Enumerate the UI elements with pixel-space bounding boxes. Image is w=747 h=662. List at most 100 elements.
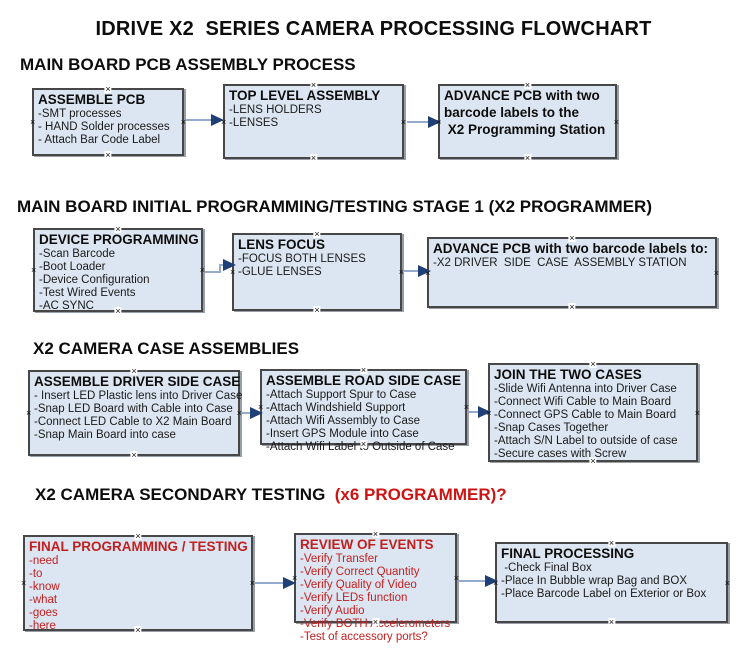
box-item: -Secure cases with Screw <box>494 448 627 460</box>
box-item: -Boot Loader <box>39 261 106 273</box>
flow-box-advance-pcb-assembly-station[interactable]: ADVANCE PCB with two barcode labels to: … <box>425 234 719 311</box>
box-item: -FOCUS BOTH LENSES <box>238 253 366 265</box>
heading-red-part: (x6 PROGRAMMER)? <box>334 485 507 504</box>
box-item: -Verify Correct Quantity <box>300 566 420 578</box>
box-title: JOIN THE TWO CASES <box>494 367 642 382</box>
box-item: -Attach Wifi Label to Outside of Case <box>266 441 455 453</box>
connection-point-icon <box>523 154 532 162</box>
connection-point-icon <box>399 268 404 276</box>
connection-point-icon <box>309 81 318 89</box>
box-item: -Attach Wifi Assembly to Case <box>266 415 421 427</box>
box-title: ADVANCE PCB with two barcode labels to: <box>433 241 709 256</box>
box-title: DEVICE PROGRAMMING <box>39 232 199 247</box>
box-item: -AC SYNC <box>39 300 94 312</box>
connection-point-icon <box>725 579 730 587</box>
connection-point-icon <box>200 266 205 274</box>
box-title: LENS FOCUS <box>238 237 326 252</box>
box-item: -Snap Main Board into case <box>34 429 176 441</box>
flow-box-advance-pcb-programming-station[interactable]: ADVANCE PCB with two barcode labels to t… <box>436 81 619 162</box>
box-item: -Verify Quality of Video <box>300 579 417 591</box>
box-item: -Connect GPS Cable to Main Board <box>494 409 677 421</box>
box-title: FINAL PROCESSING <box>501 546 635 561</box>
connection-point-icon <box>30 118 35 126</box>
box-item: -Connect LED Cable to X2 Main Board <box>34 416 232 428</box>
connection-point-icon <box>607 618 616 626</box>
connection-point-icon <box>589 360 597 368</box>
connection-point-icon <box>104 85 112 93</box>
box-item: -LENS HOLDERS <box>229 104 322 116</box>
connection-point-icon <box>237 409 242 417</box>
connection-point-icon <box>714 269 719 277</box>
flow-box-top-level-assembly[interactable]: TOP LEVEL ASSEMBLY -LENS HOLDERS -LENSES <box>221 81 404 162</box>
flow-box-join-the-two-cases[interactable]: JOIN THE TWO CASES -Slide Wifi Antenna i… <box>486 360 700 465</box>
box-item: -Attach Support Spur to Case <box>266 389 417 401</box>
section-heading-initial-programming: MAIN BOARD INITIAL PROGRAMMING/TESTING S… <box>17 197 652 216</box>
box-item: -Check Final Box <box>501 562 592 574</box>
connection-point-icon <box>114 225 122 233</box>
flow-box-lens-focus[interactable]: LENS FOCUS -FOCUS BOTH LENSES -GLUE LENS… <box>230 230 404 314</box>
box-item: -Snap LED Board with Cable into Case <box>34 403 233 415</box>
flow-box-assemble-driver-side-case[interactable]: ASSEMBLE DRIVER SIDE CASE - Insert LED P… <box>28 367 242 459</box>
box-item: -Scan Barcode <box>39 248 116 260</box>
page-title: IDRIVE X2 SERIES CAMERA PROCESSING FLOWC… <box>95 18 652 40</box>
box-item: -goes <box>29 607 58 619</box>
connection-point-icon <box>464 403 469 411</box>
connection-point-icon <box>104 151 112 159</box>
box-item: -Attach Windshield Support <box>266 402 406 414</box>
connection-point-icon <box>493 579 498 587</box>
box-item: - HAND Solder processes <box>38 121 170 133</box>
box-item: -Attach S/N Label to outside of case <box>494 435 678 447</box>
box-title: ADVANCE PCB with two <box>444 88 600 103</box>
heading-black-part: X2 CAMERA SECONDARY TESTING <box>35 485 335 504</box>
box-item: -here <box>29 620 56 632</box>
connection-point-icon <box>313 306 321 314</box>
connection-point-icon <box>568 234 576 242</box>
connection-point-icon <box>309 154 318 162</box>
box-item: -need <box>29 555 59 567</box>
flow-box-assemble-pcb[interactable]: ASSEMBLE PCB -SMT processes - HAND Solde… <box>30 85 184 159</box>
connection-point-icon <box>607 539 616 547</box>
box-item: -X2 DRIVER SIDE CASE ASSEMBLY STATION <box>433 257 687 269</box>
connection-point-icon <box>292 574 297 582</box>
box-item: -Slide Wifi Antenna into Driver Case <box>494 383 677 395</box>
connection-point-icon <box>21 579 26 587</box>
box-title: ASSEMBLE DRIVER SIDE CASE <box>34 374 241 389</box>
box-item: -Place Barcode Label on Exterior or Box <box>501 588 707 600</box>
box-item: -Verify Audio <box>300 605 365 617</box>
box-item: -Verify BOTH Accelerometers <box>300 618 451 630</box>
connection-point-icon <box>31 266 36 274</box>
flow-box-device-programming[interactable]: DEVICE PROGRAMMING -Scan Barcode -Boot L… <box>31 225 205 315</box>
flow-box-review-of-events[interactable]: REVIEW OF EVENTS -Verify Transfer -Verif… <box>292 530 457 643</box>
connection-point-icon <box>371 530 380 538</box>
connection-point-icon <box>589 457 597 465</box>
box-item: barcode labels to the <box>444 105 580 120</box>
connection-point-icon <box>221 118 226 126</box>
flow-box-assemble-road-side-case[interactable]: ASSEMBLE ROAD SIDE CASE -Attach Support … <box>260 366 469 453</box>
box-item: -Device Configuration <box>39 274 150 286</box>
connection-point-icon <box>230 268 235 276</box>
box-item: -what <box>29 594 58 606</box>
connection-point-icon <box>425 269 430 277</box>
box-item: -SMT processes <box>38 108 122 120</box>
box-item: -LENSES <box>229 117 279 129</box>
box-item: -Test Wired Events <box>39 287 136 299</box>
connection-point-icon <box>134 532 142 540</box>
box-item: X2 Programming Station <box>444 122 606 137</box>
section-heading-secondary-testing: X2 CAMERA SECONDARY TESTING (x6 PROGRAMM… <box>35 485 507 505</box>
flow-box-final-processing[interactable]: FINAL PROCESSING -Check Final Box -Place… <box>493 539 730 626</box>
flow-box-final-programming-testing[interactable]: FINAL PROGRAMMING / TESTING -need -to -k… <box>21 532 255 634</box>
connection-point-icon <box>614 118 619 126</box>
connection-point-icon <box>371 618 380 626</box>
connection-point-icon <box>436 118 441 126</box>
box-title: ASSEMBLE ROAD SIDE CASE <box>266 373 462 388</box>
connection-point-icon <box>359 366 368 374</box>
connection-point-icon <box>486 409 491 417</box>
box-item: - Attach Bar Code Label <box>38 134 161 146</box>
connection-point-icon <box>523 81 532 89</box>
connection-point-icon <box>695 409 700 417</box>
box-item: -Place In Bubble wrap Bag and BOX <box>501 575 688 587</box>
connector-arrow <box>205 259 236 273</box>
connection-point-icon <box>313 230 321 238</box>
box-item: -know <box>29 581 60 593</box>
connection-point-icon <box>250 579 255 587</box>
